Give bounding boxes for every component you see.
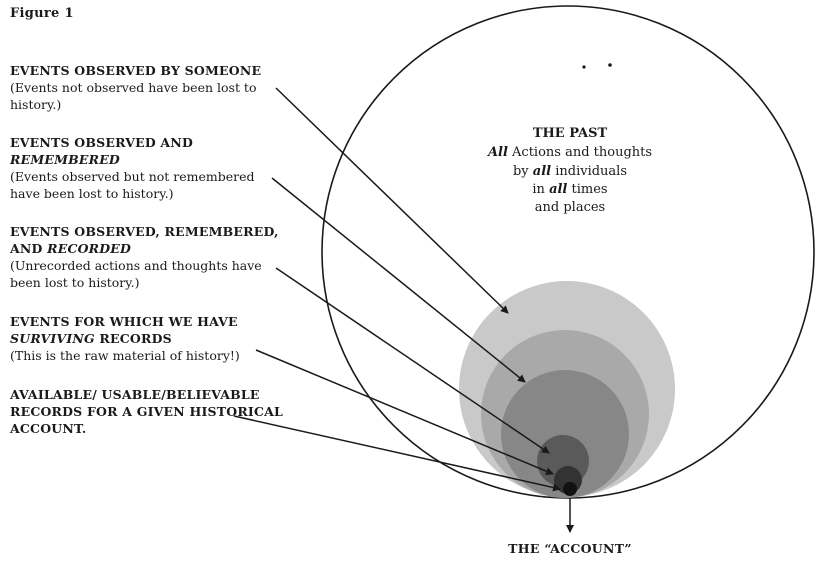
label-remembered-heading-em: REMEMBERED: [10, 152, 120, 167]
label-observed-heading-text: EVENTS OBSERVED BY SOMEONE: [10, 63, 262, 78]
label-observed-heading: EVENTS OBSERVED BY SOMEONE: [10, 62, 285, 79]
label-surviving-note: (This is the raw material of history!): [10, 348, 240, 363]
past-line-2-pre: by: [513, 164, 533, 179]
pointer-available: [233, 415, 561, 492]
label-recorded-heading-text: EVENTS OBSERVED, REMEMBERED, AND: [10, 224, 279, 256]
label-surviving-heading-em: SURVIVING: [10, 331, 95, 346]
figure-label: Figure 1: [10, 6, 74, 21]
pointer-surviving: [255, 349, 554, 475]
past-line-1: All Actions and thoughts: [486, 145, 652, 160]
past-line-3: in all times: [532, 182, 607, 197]
past-circle: [321, 5, 815, 499]
speck-1: [582, 65, 586, 69]
past-line-1-em: All: [486, 145, 508, 160]
past-title: THE PAST: [533, 126, 608, 141]
label-observed-note: (Events not observed have been lost to h…: [10, 80, 257, 112]
label-observed: EVENTS OBSERVED BY SOMEONE (Events not o…: [10, 62, 285, 113]
label-surviving: EVENTS FOR WHICH WE HAVE SURVIVING RECOR…: [10, 313, 285, 364]
account-core-circle: [563, 482, 577, 496]
past-line-3-pre: in: [532, 182, 549, 197]
pointer-remembered: [271, 177, 526, 383]
label-surviving-heading-tail: RECORDS: [94, 331, 172, 346]
label-remembered-heading-text: EVENTS OBSERVED AND: [10, 135, 193, 150]
label-available: AVAILABLE/ USABLE/BELIEVABLE RECORDS FOR…: [10, 386, 285, 437]
label-recorded-note: (Unrecorded actions and thoughts have be…: [10, 258, 262, 290]
past-line-2: by all individuals: [513, 164, 627, 179]
speck-2: [608, 63, 612, 67]
label-surviving-heading-text: EVENTS FOR WHICH WE HAVE: [10, 314, 238, 329]
label-surviving-heading: EVENTS FOR WHICH WE HAVE SURVIVING RECOR…: [10, 313, 285, 347]
past-line-2-em: all: [533, 164, 551, 179]
past-line-1-rest: Actions and thoughts: [508, 145, 652, 160]
past-line-4: and places: [535, 200, 605, 215]
label-available-heading-text: AVAILABLE/ USABLE/BELIEVABLE RECORDS FOR…: [10, 387, 283, 436]
label-remembered: EVENTS OBSERVED AND REMEMBERED (Events o…: [10, 134, 285, 202]
past-line-2-rest: individuals: [551, 164, 627, 179]
label-recorded-heading: EVENTS OBSERVED, REMEMBERED, AND RECORDE…: [10, 223, 285, 257]
past-line-3-em: all: [549, 182, 567, 197]
account-label: THE “ACCOUNT”: [508, 541, 632, 556]
pointer-recorded: [275, 267, 550, 454]
pointer-observed: [275, 87, 509, 314]
label-recorded-heading-em: RECORDED: [47, 241, 132, 256]
label-remembered-note: (Events observed but not remembered have…: [10, 169, 255, 201]
label-recorded: EVENTS OBSERVED, REMEMBERED, AND RECORDE…: [10, 223, 285, 291]
past-line-3-rest: times: [567, 182, 607, 197]
label-available-heading: AVAILABLE/ USABLE/BELIEVABLE RECORDS FOR…: [10, 386, 285, 437]
label-remembered-heading: EVENTS OBSERVED AND REMEMBERED: [10, 134, 285, 168]
